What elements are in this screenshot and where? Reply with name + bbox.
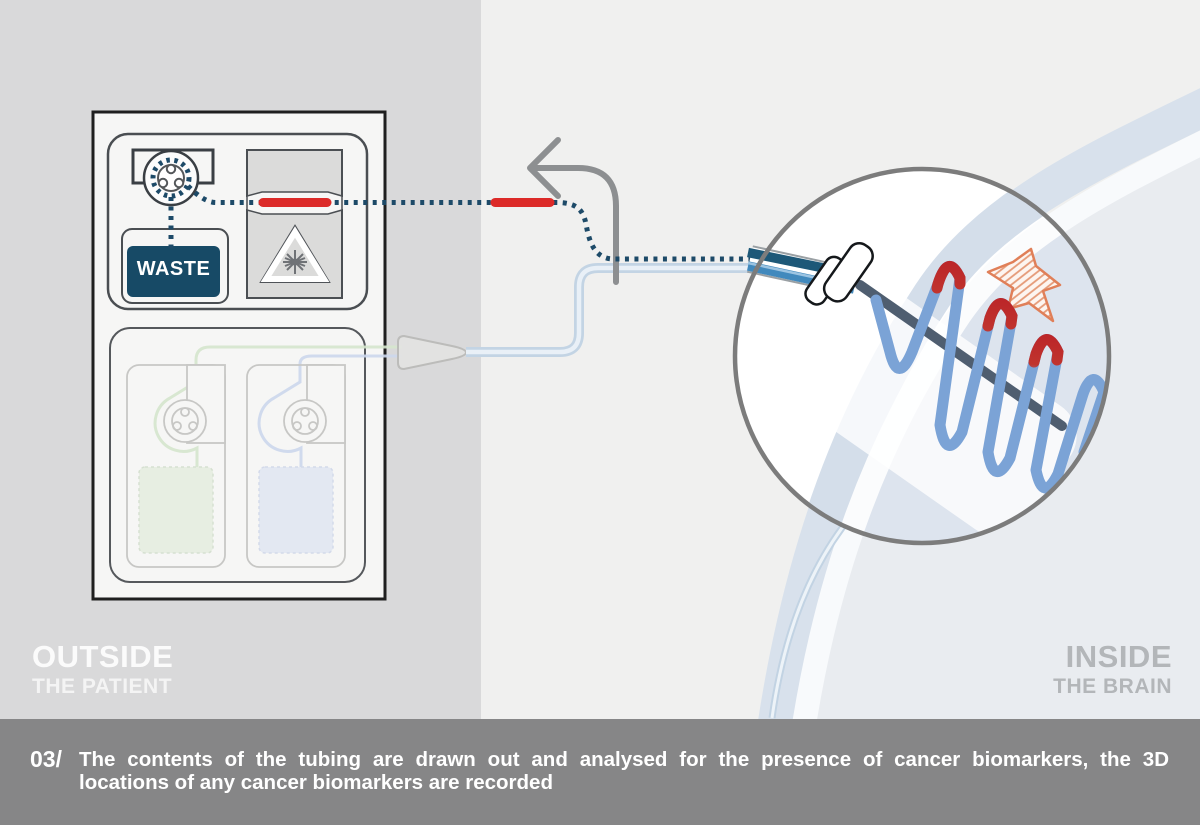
inside-brain-label: INSIDE THE BRAIN bbox=[1053, 641, 1172, 697]
laser-warning-icon bbox=[259, 224, 331, 283]
tube-connector bbox=[397, 334, 468, 371]
reagent-bag-blue bbox=[258, 466, 334, 554]
caption-line-2: locations of any cancer biomarkers are r… bbox=[79, 771, 553, 794]
step-caption: The contents of the tubing are drawn out… bbox=[79, 748, 1169, 794]
probe-clamp bbox=[804, 241, 874, 306]
inside-title: INSIDE bbox=[1065, 639, 1172, 674]
tumor-star bbox=[986, 247, 1062, 323]
sample-line-dotted bbox=[168, 184, 758, 262]
analysis-machine bbox=[91, 110, 402, 601]
reagent-bag-green bbox=[138, 466, 214, 554]
reagent-slot bbox=[246, 364, 346, 568]
saline-tube-green bbox=[153, 345, 402, 467]
flow-direction-arrow bbox=[527, 137, 619, 285]
step-number: 03/ bbox=[30, 746, 62, 772]
inside-subtitle: THE BRAIN bbox=[1053, 675, 1172, 698]
outside-title: OUTSIDE bbox=[32, 639, 174, 674]
waste-label: WASTE bbox=[136, 258, 211, 280]
waste-container bbox=[121, 228, 229, 304]
pump-icon bbox=[131, 148, 215, 207]
magnifier-border bbox=[732, 166, 1112, 546]
infusion-tube bbox=[466, 263, 758, 357]
catheter-tube bbox=[768, 512, 855, 719]
saline-tube-blue bbox=[257, 354, 402, 467]
brain-swoosh bbox=[764, 92, 1200, 719]
coil-red-tips bbox=[931, 261, 1064, 368]
outside-patient-label: OUTSIDE THE PATIENT bbox=[32, 641, 173, 697]
magnifier-lens bbox=[736, 170, 1108, 542]
reagent-bay bbox=[109, 327, 402, 583]
caption-line-1: The contents of the tubing are drawn out… bbox=[79, 748, 1169, 771]
reagent-slot bbox=[126, 364, 226, 568]
outside-subtitle: THE PATIENT bbox=[32, 675, 173, 698]
caption-bar bbox=[0, 719, 1200, 825]
